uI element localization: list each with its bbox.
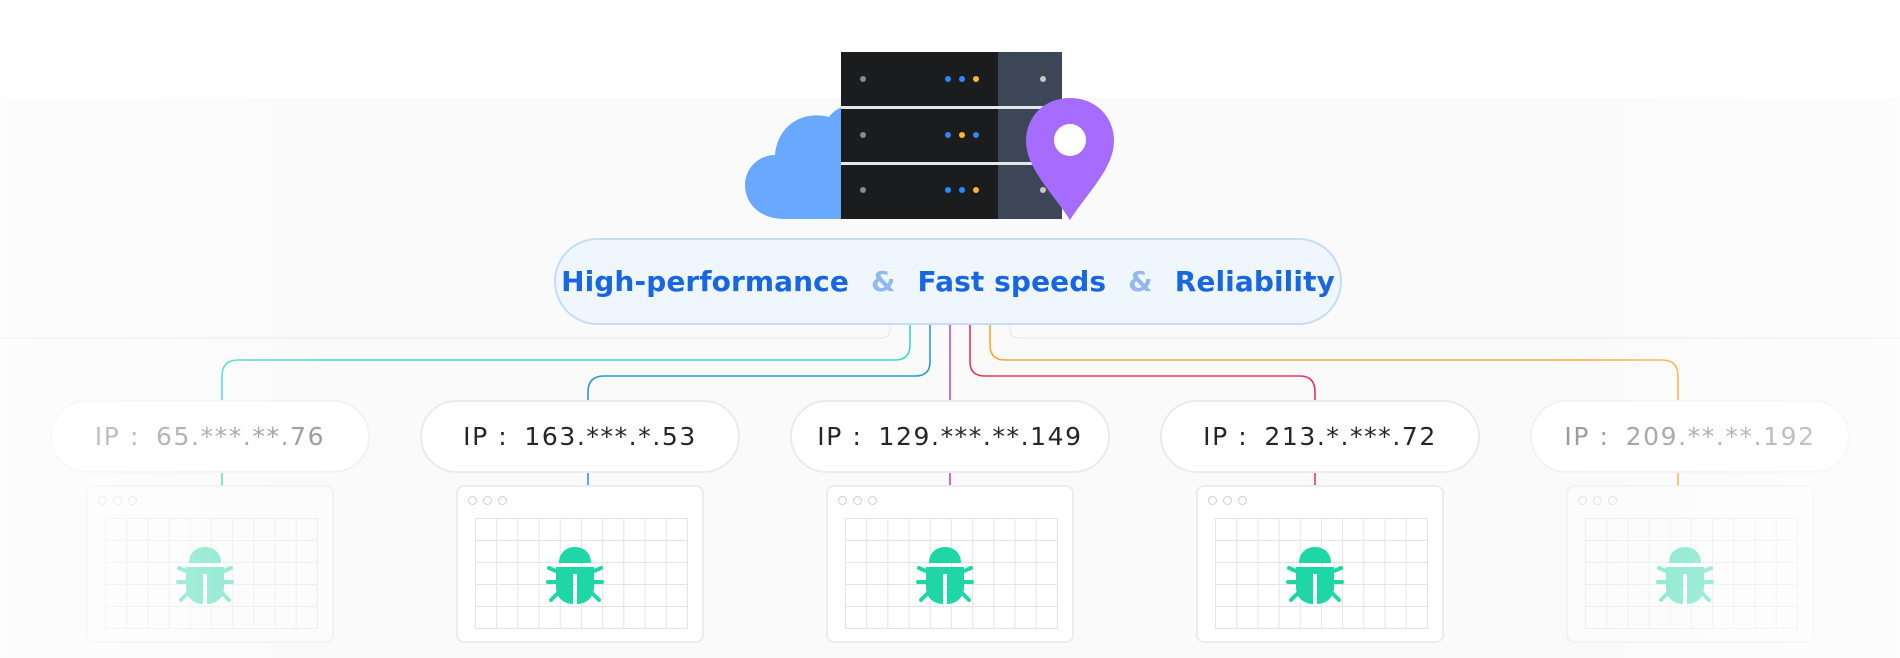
ip-address: 65.***.**.76 (156, 422, 326, 451)
server-light (860, 187, 866, 193)
server-light (945, 76, 951, 82)
faint-line-right (1009, 325, 1900, 339)
server-light (959, 187, 965, 193)
server-light (959, 132, 965, 138)
bug-icon (1286, 545, 1344, 606)
window-dots (1208, 496, 1247, 505)
server-light (860, 76, 866, 82)
ip-prefix: IP : (463, 422, 509, 451)
bug-icon (1656, 545, 1714, 606)
server-rack-divider (841, 106, 1062, 109)
server-light (860, 132, 866, 138)
feature-fast-speeds: Fast speeds (917, 265, 1107, 298)
server-light (945, 187, 951, 193)
window-dots (98, 496, 137, 505)
ip-address: 129.***.**.149 (878, 422, 1083, 451)
ip-address: 163.***.*.53 (524, 422, 697, 451)
browser-card-1 (86, 485, 334, 643)
feature-reliability: Reliability (1174, 265, 1335, 298)
feature-high-performance: High-performance (561, 265, 849, 298)
window-dots (468, 496, 507, 505)
ip-pill-4: IP : 213.*.***.72 (1160, 400, 1480, 473)
feature-separator: & (870, 265, 896, 298)
ip-prefix: IP : (1564, 422, 1610, 451)
ip-address: 213.*.***.72 (1264, 422, 1437, 451)
browser-card-2 (456, 485, 704, 643)
browser-card-3 (826, 485, 1074, 643)
browser-card-5 (1566, 485, 1814, 643)
feature-separator: & (1128, 265, 1153, 298)
ip-prefix: IP : (94, 422, 141, 451)
server-rack-divider (841, 162, 1062, 165)
window-dots (1578, 496, 1617, 505)
ip-prefix: IP : (817, 422, 863, 451)
window-dots (838, 496, 877, 505)
bug-icon (176, 545, 234, 606)
ip-pill-2: IP : 163.***.*.53 (420, 400, 740, 473)
server-light (959, 76, 965, 82)
connector-line-4 (969, 325, 1316, 486)
ip-pill-1: IP : 65.***.**.76 (50, 400, 370, 473)
server-light (1040, 187, 1046, 193)
browser-card-4 (1196, 485, 1444, 643)
ip-prefix: IP : (1203, 422, 1249, 451)
ip-pill-5: IP : 209.**.**.192 (1530, 400, 1850, 473)
ip-pill-3: IP : 129.***.**.149 (790, 400, 1110, 473)
ip-address: 209.**.**.192 (1625, 422, 1816, 451)
feature-banner: High-performance & Fast speeds & Reliabi… (554, 238, 1342, 325)
faint-line-left (0, 325, 891, 339)
server-light (1040, 76, 1046, 82)
location-pin-icon (1026, 98, 1114, 220)
server-light (973, 132, 979, 138)
connector-line-2 (587, 325, 931, 486)
server-light (973, 187, 979, 193)
bug-icon (916, 545, 974, 606)
server-light (945, 132, 951, 138)
bug-icon (546, 545, 604, 606)
server-light (973, 76, 979, 82)
